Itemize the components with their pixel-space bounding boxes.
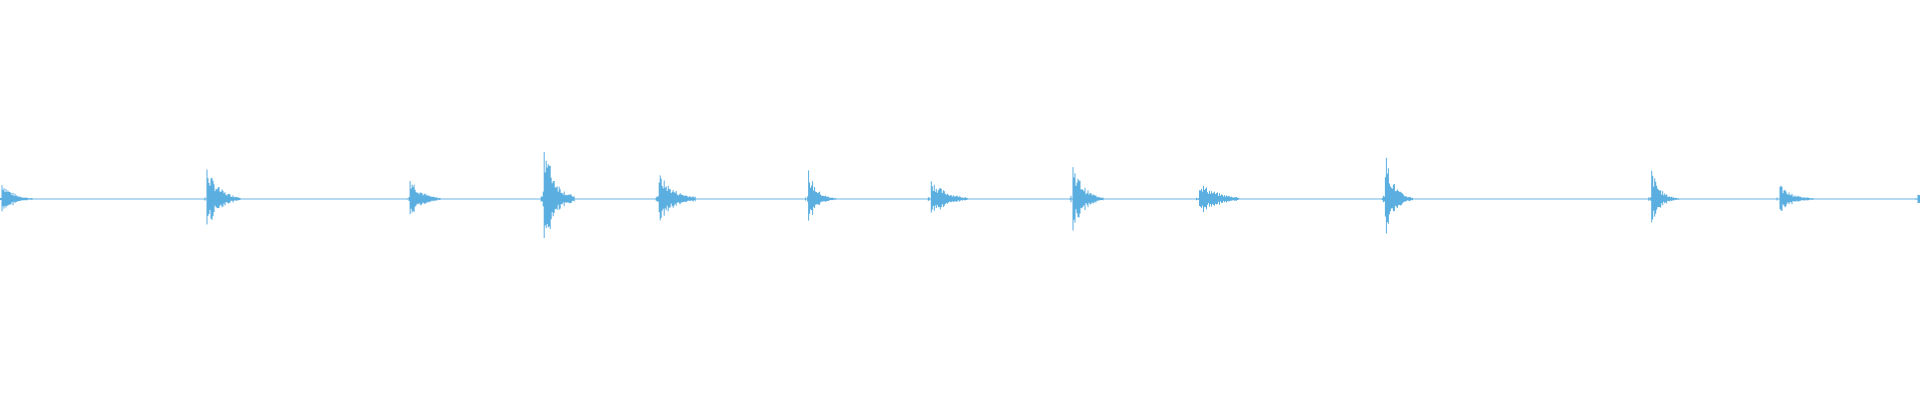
waveform-transient	[1648, 170, 1680, 223]
waveform-transient	[203, 169, 241, 225]
waveform-transient-shape	[406, 181, 441, 215]
waveform-transient-shape	[1069, 167, 1104, 231]
waveform-transient	[1381, 157, 1413, 234]
waveform-transient	[1776, 185, 1814, 211]
waveform-transient-shape	[1381, 157, 1413, 234]
waveform-transient	[1914, 194, 1920, 204]
waveform-transient	[927, 181, 968, 213]
waveform-transient-shape	[0, 185, 33, 212]
waveform-transient	[540, 151, 575, 238]
waveform-transient-shape	[1196, 185, 1239, 212]
waveform-transient-shape	[203, 169, 241, 225]
waveform-transient	[1196, 185, 1239, 212]
waveform-transient	[805, 170, 837, 221]
waveform-transient-shape	[1776, 185, 1814, 211]
waveform-transient-shape	[927, 181, 968, 213]
waveform-transient	[655, 175, 696, 221]
waveform-transient-shape	[1648, 170, 1680, 223]
waveform-transient-shape	[655, 175, 696, 221]
waveform-transient-shape	[540, 151, 575, 238]
waveform-transients	[0, 151, 1920, 238]
waveform-transient	[1069, 167, 1104, 231]
waveform-transient-shape	[1914, 194, 1920, 204]
waveform-transient	[406, 181, 441, 215]
waveform-transient-shape	[805, 170, 837, 221]
waveform-transient	[0, 185, 33, 212]
